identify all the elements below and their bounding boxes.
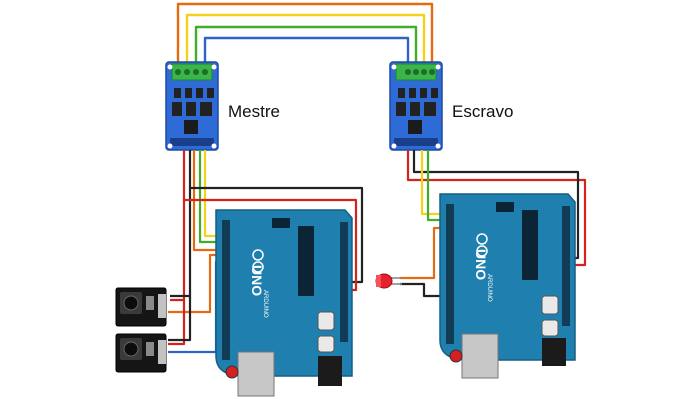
rs485-module-slave: [389, 61, 443, 151]
bus-wire-yellow: [185, 13, 426, 70]
bus-wire-green: [194, 25, 418, 70]
master-uno-label: UNO: [249, 265, 265, 296]
slave-label: Escravo: [452, 102, 514, 121]
led-wire-black: [400, 282, 446, 298]
bus-wire-orange: [176, 2, 434, 70]
arduino-uno-master: UNO ARDUINO: [215, 209, 353, 397]
slave-brand-label: ARDUINO: [486, 274, 492, 302]
push-button-module-2: [115, 333, 167, 373]
push-button-module-1: [115, 287, 167, 327]
slave-wire-orange: [400, 226, 446, 280]
master-wire-black: [170, 150, 192, 298]
rs485-bus-wires: [176, 2, 434, 70]
master-brand-label: ARDUINO: [262, 290, 268, 318]
slave-wire-red: [406, 150, 587, 267]
button-wire-black-low: [168, 296, 192, 342]
rs485-module-master: [165, 61, 219, 151]
slave-wires: [400, 150, 587, 298]
master-label: Mestre: [228, 102, 280, 121]
slave-wire-black: [412, 150, 580, 260]
master-wire-red-2: [184, 198, 358, 292]
bus-wire-blue: [203, 36, 410, 70]
slave-wire-yellow: [420, 150, 446, 216]
slave-uno-label: UNO: [473, 249, 489, 280]
red-led: [375, 273, 402, 289]
arduino-uno-slave: UNO ARDUINO: [439, 193, 576, 379]
master-wire-red: [170, 150, 186, 302]
button-wire-red-low: [168, 300, 186, 346]
